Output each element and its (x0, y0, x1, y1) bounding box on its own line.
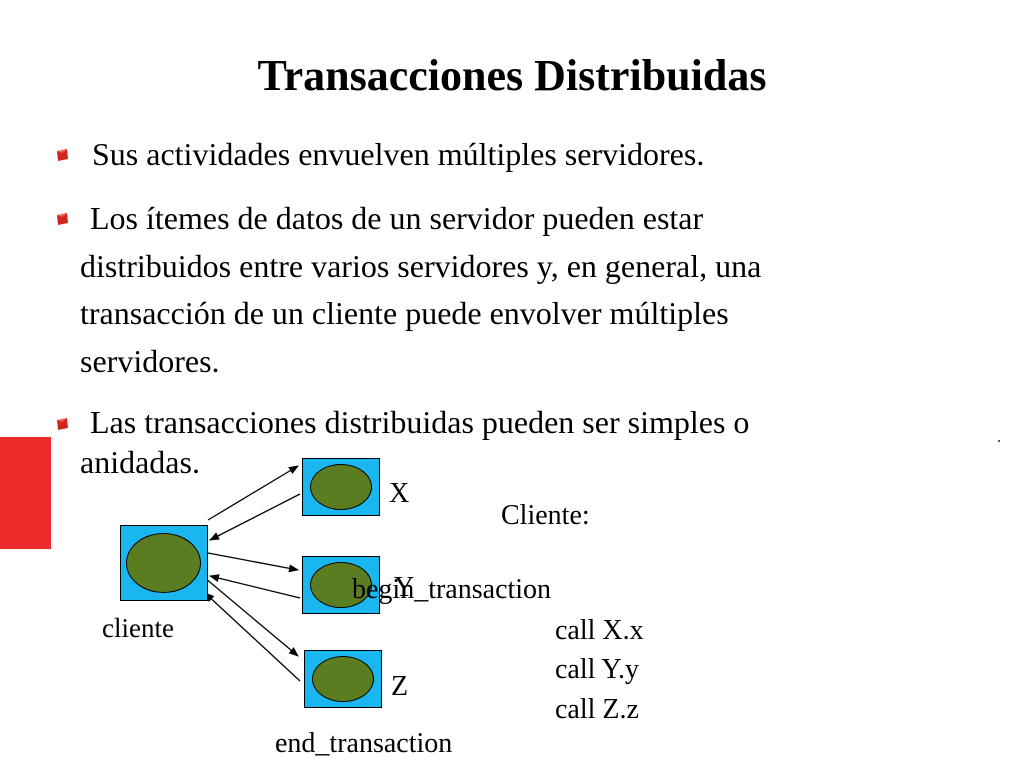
bullet-icon (57, 213, 68, 225)
arrow-client-to-y (207, 552, 299, 573)
code-begin-transaction: begin_transaction (352, 574, 552, 605)
client-label: cliente (102, 613, 174, 643)
bullet-2-line-1: Los ítemes de datos de un servidor puede… (90, 200, 704, 236)
bullet-2-line-4: servidores. (80, 343, 220, 379)
server-y-node (302, 556, 380, 614)
server-x-node (302, 458, 380, 516)
server-x-label: X (389, 478, 410, 509)
bullet-icon (57, 418, 68, 430)
code-call-2: call Y.y (555, 654, 639, 685)
stray-dot (998, 440, 1000, 442)
arrow-y-to-client (209, 574, 301, 599)
accent-bar (0, 437, 51, 549)
bullet-1-text: Sus actividades envuelven múltiples serv… (92, 136, 705, 172)
client-node (120, 525, 208, 601)
arrow-client-to-x (207, 465, 299, 521)
bullet-3-line-2: anidadas. (80, 444, 200, 480)
arrow-z-to-client (204, 592, 301, 682)
server-z-label: Z (391, 671, 409, 702)
arrow-client-to-z (204, 577, 299, 657)
client-disc (126, 533, 201, 593)
bullet-2-line-2: distribuidos entre varios servidores y, … (80, 248, 762, 284)
code-heading: Cliente: (501, 500, 590, 531)
bullet-icon (57, 149, 68, 161)
bullet-2-line-3: transacción de un cliente puede envolver… (80, 295, 729, 331)
code-end-transaction: end_transaction (275, 728, 453, 759)
server-y-label: Y (394, 572, 415, 603)
code-call-3: call Z.z (555, 694, 639, 725)
server-z-disc (312, 656, 374, 702)
code-call-1: call X.x (555, 615, 644, 646)
server-z-node (304, 650, 382, 708)
server-x-disc (310, 464, 372, 510)
slide-title: Transacciones Distribuidas (257, 51, 767, 100)
server-y-disc (310, 562, 372, 608)
arrow-x-to-client (209, 493, 301, 541)
bullet-3-line-1: Las transacciones distribuidas pueden se… (90, 404, 750, 440)
